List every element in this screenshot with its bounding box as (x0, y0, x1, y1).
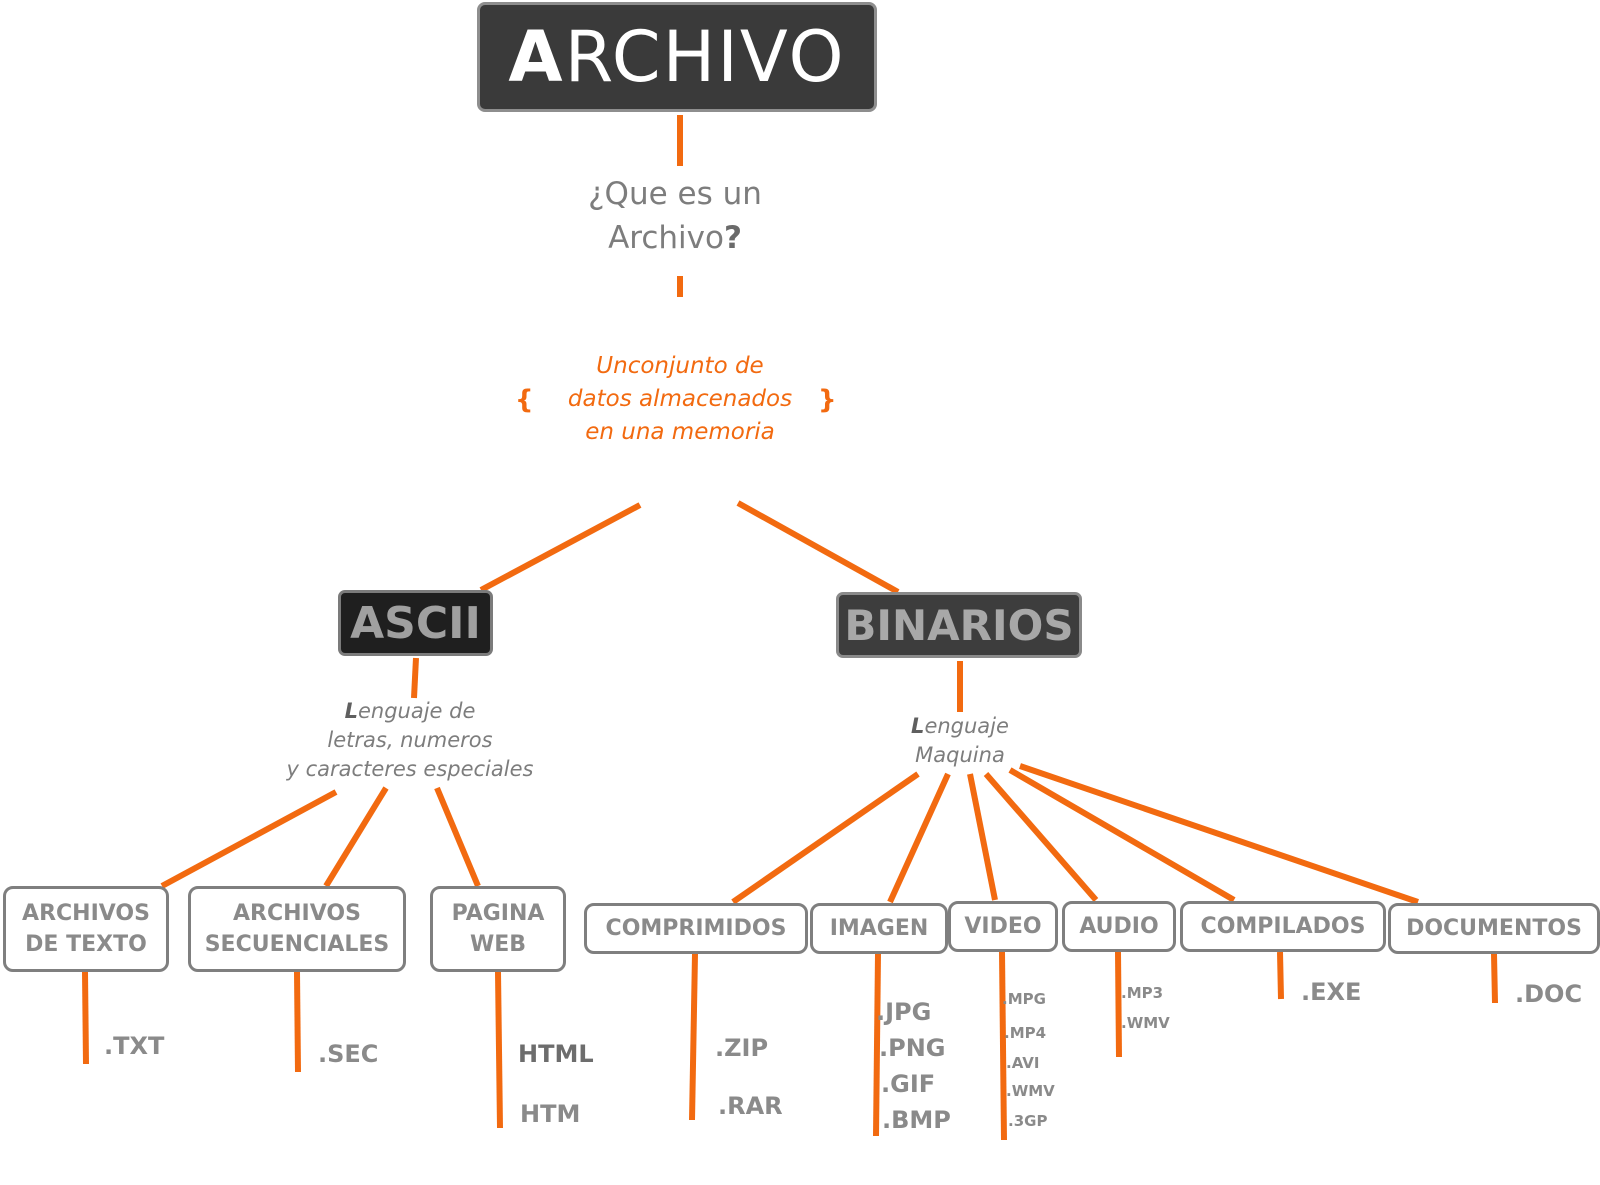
line-definition-binarios (736, 500, 900, 595)
definition-line3: en una memoria (585, 419, 775, 445)
definition-close-brace: } (818, 385, 837, 415)
ext-bmp: .BMP (882, 1106, 951, 1134)
ext-3gp: .3GP (1008, 1112, 1048, 1130)
archivos-secuenciales-box: ARCHIVOS SECUENCIALES (188, 886, 406, 972)
binarios-desc-line1-rest: enguaje (924, 714, 1009, 738)
ext-png: .PNG (879, 1034, 946, 1062)
ext-avi: .AVI (1006, 1054, 1040, 1072)
definition-open-brace: { (515, 385, 534, 415)
ascii-desc-line2: letras, numeros (327, 728, 493, 752)
line-desc-imagen (887, 772, 951, 904)
ext-mp3: .MP3 (1121, 984, 1164, 1002)
definition-line2: datos almacenados (567, 386, 793, 412)
ext-exe: .EXE (1301, 978, 1362, 1006)
line-desc-video (967, 773, 998, 901)
archivos-de-texto-line1: ARCHIVOS (22, 901, 150, 926)
line-audio-ext (1115, 951, 1122, 1058)
line-compilados-ext (1277, 951, 1284, 1000)
question-line2: Archivo (608, 220, 724, 256)
line-desc-pagina-web (434, 786, 481, 888)
binarios-desc-line1: Lenguaje (880, 712, 1040, 741)
pagina-web-line2: WEB (469, 932, 527, 957)
ext-mp4: .MP4 (1004, 1024, 1047, 1042)
binarios-box: BINARIOS (836, 592, 1082, 658)
ext-gif: .GIF (881, 1070, 936, 1098)
binarios-desc-initial: L (911, 714, 925, 738)
title-first-letter: A (508, 16, 565, 98)
ext-doc: .DOC (1515, 980, 1583, 1008)
archivos-secuenciales-line2: SECUENCIALES (204, 932, 390, 957)
line-comprimidos-ext (689, 953, 698, 1121)
question-line2-wrap: Archivo? (560, 216, 790, 260)
pagina-web-box: PAGINA WEB (430, 886, 566, 972)
line-desc-documentos (1019, 763, 1419, 905)
definition-text: Unconjunto de datos almacenados en una m… (540, 350, 820, 449)
ext-jpg: .JPG (876, 998, 932, 1026)
archivos-de-texto-line2: DE TEXTO (25, 932, 147, 957)
imagen-box: IMAGEN (810, 903, 948, 954)
line-desc-archivos-texto (160, 789, 338, 889)
ext-txt: .TXT (104, 1032, 165, 1060)
documentos-box: DOCUMENTOS (1388, 903, 1600, 954)
compilados-box: COMPILADOS (1180, 901, 1386, 952)
definition-line1: Unconjunto de (596, 353, 764, 379)
line-video-ext (999, 951, 1007, 1141)
comprimidos-box: COMPRIMIDOS (584, 903, 808, 954)
ext-htm: HTM (520, 1100, 581, 1128)
question-mark: ? (723, 220, 742, 256)
binarios-desc-line2: Maquina (915, 743, 1005, 767)
title-rest: RCHIVO (564, 16, 846, 98)
ext-html: HTML (518, 1040, 594, 1068)
ext-mpg: .MPG (1002, 990, 1046, 1008)
ascii-desc-line3: y caracteres especiales (286, 757, 534, 781)
ext-sec: .SEC (318, 1040, 379, 1068)
ext-zip: .ZIP (715, 1034, 769, 1062)
ascii-desc-line1-rest: enguaje de (357, 699, 476, 723)
ext-wmv-audio: .WMV (1121, 1014, 1170, 1032)
audio-box: AUDIO (1062, 901, 1176, 952)
line-sec-ext (294, 971, 301, 1073)
line-imagen-ext (873, 953, 881, 1137)
archivos-secuenciales-line1: ARCHIVOS (233, 901, 361, 926)
ascii-desc-line1: Lenguaje de (265, 697, 555, 726)
ascii-desc-initial: L (344, 699, 358, 723)
line-texto-ext (82, 971, 89, 1065)
ascii-description: Lenguaje de letras, numeros y caracteres… (265, 697, 555, 784)
ext-wmv-video: .WMV (1006, 1082, 1055, 1100)
ext-rar: .RAR (718, 1092, 783, 1120)
video-box: VIDEO (948, 901, 1058, 952)
ascii-box: ASCII (338, 590, 493, 656)
question-line1: ¿Que es un (588, 176, 762, 212)
line-documentos-ext (1491, 953, 1498, 1004)
pagina-web-line1: PAGINA (451, 901, 545, 926)
line-ascii-desc (411, 657, 419, 699)
line-desc-archivos-secuenciales (323, 786, 389, 888)
line-definition-ascii (479, 502, 642, 593)
line-desc-audio (983, 772, 1099, 902)
archivos-de-texto-box: ARCHIVOS DE TEXTO (3, 886, 169, 972)
question-text: ¿Que es un Archivo? (560, 172, 790, 260)
line-desc-compilados (1008, 767, 1236, 903)
binarios-description: Lenguaje Maquina (880, 712, 1040, 770)
line-desc-comprimidos (731, 771, 920, 905)
line-web-ext (495, 971, 503, 1129)
